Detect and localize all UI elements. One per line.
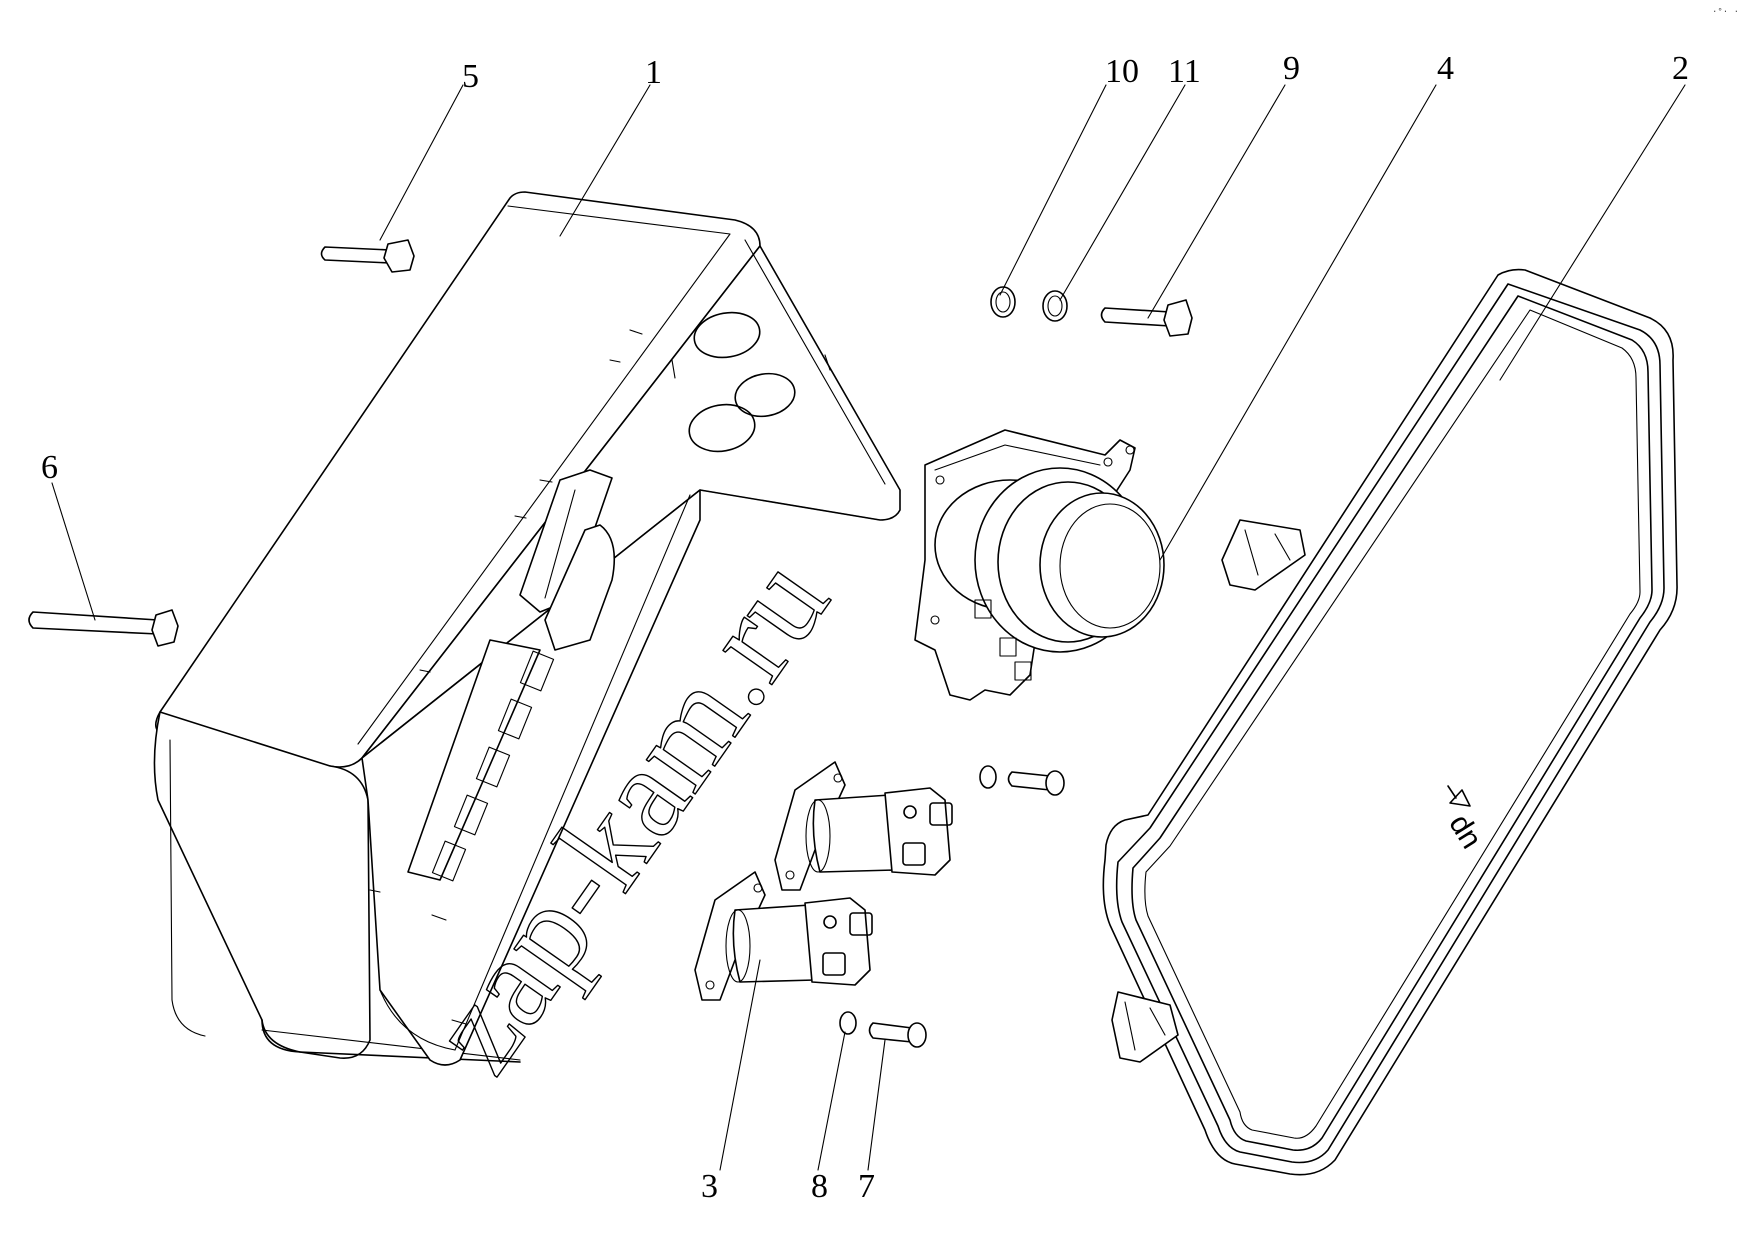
label-part-10: 10 xyxy=(1105,53,1139,90)
label-part-7: 7 xyxy=(858,1168,875,1205)
washer-11 xyxy=(1042,290,1068,322)
part-number-labels: 5 1 10 11 9 4 2 6 3 8 7 xyxy=(41,50,1689,1205)
label-part-9: 9 xyxy=(1283,50,1300,87)
cover-panel: up xyxy=(1102,268,1678,1176)
corner-mark: ·°· ··· xyxy=(1712,7,1740,17)
bolt-5 xyxy=(320,239,415,273)
label-part-11: 11 xyxy=(1168,53,1201,90)
label-part-2: 2 xyxy=(1672,50,1689,87)
label-part-3: 3 xyxy=(701,1168,718,1205)
screw-7 xyxy=(868,1022,927,1048)
washer-10 xyxy=(990,286,1016,318)
bolt-9 xyxy=(1100,299,1193,337)
screw-upper xyxy=(979,765,1065,796)
bolt-6 xyxy=(28,609,179,647)
leader-lines xyxy=(51,84,1686,1171)
washer-8 xyxy=(839,1011,857,1035)
large-contactor xyxy=(914,429,1165,701)
label-part-4: 4 xyxy=(1437,50,1454,87)
label-part-1: 1 xyxy=(645,54,662,91)
housing-box xyxy=(153,191,901,1066)
label-part-8: 8 xyxy=(811,1168,828,1205)
relay-lower xyxy=(694,871,873,1001)
label-part-6: 6 xyxy=(41,449,58,486)
relay-upper xyxy=(774,761,953,891)
up-arrow-icon xyxy=(1447,785,1471,807)
label-part-5: 5 xyxy=(462,58,479,95)
